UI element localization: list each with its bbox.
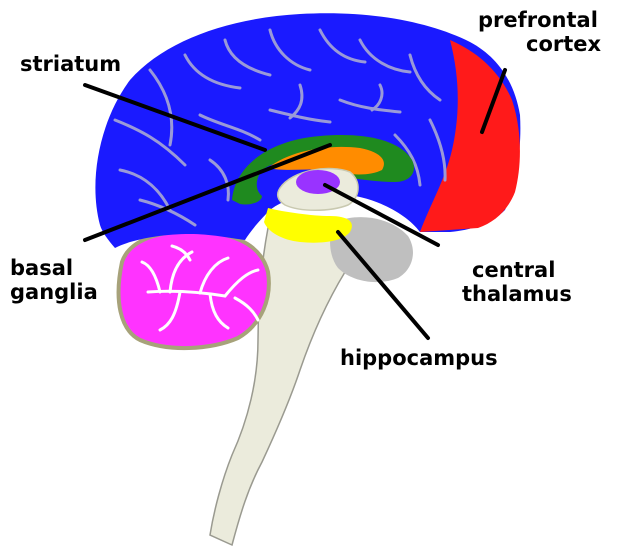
label-basal-ganglia: basal ganglia [10,256,98,304]
label-prefrontal: prefrontal cortex [478,8,601,56]
label-basal-ganglia-line2: ganglia [10,280,98,304]
label-prefrontal-line1: prefrontal [478,8,601,32]
label-striatum: striatum [20,52,121,76]
label-basal-ganglia-line1: basal [10,256,98,280]
cerebellum [119,231,269,348]
label-central-thalamus: central thalamus [462,258,572,306]
label-prefrontal-line2: cortex [478,32,601,56]
label-hippocampus: hippocampus [340,346,498,370]
label-central-thalamus-line1: central [462,258,572,282]
label-central-thalamus-line2: thalamus [462,282,572,306]
